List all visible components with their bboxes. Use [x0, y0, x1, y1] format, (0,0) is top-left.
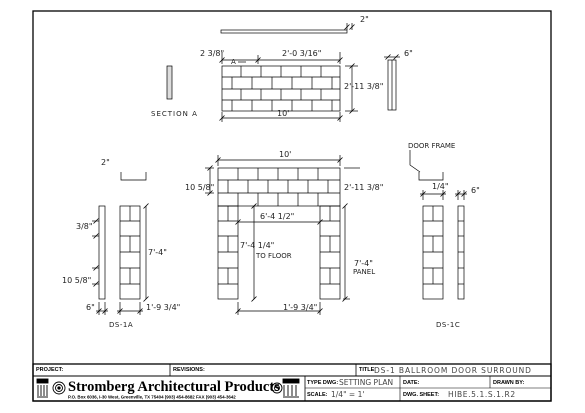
- top-height-dim: 2'-11 3/8": [344, 82, 383, 91]
- ds-1a-top-course-dim: 3/8": [76, 222, 93, 231]
- top-side-depth-dim: 6": [404, 49, 413, 58]
- top-left-offset-dim: 2 3/8": [200, 49, 224, 58]
- door-head: [217, 167, 341, 207]
- date-label: DATE:: [403, 380, 420, 386]
- drawn-by-label: DRAWN BY:: [493, 380, 525, 386]
- ds-1a: [92, 172, 147, 315]
- door-surround-ticks: [207, 157, 348, 314]
- ds-1c-width-dim: 1/4": [432, 182, 449, 191]
- top-elevation-ticks: [219, 24, 399, 121]
- top-wall-joints: [231, 66, 333, 111]
- door-opening-height-dim: 7'-4 1/4": [240, 241, 274, 250]
- scale-value: 1/4" = 1': [331, 390, 364, 399]
- ds-1a-height-dim: 7'-4": [148, 248, 167, 257]
- ds-1c-depth-dim: 6": [471, 186, 480, 195]
- ds-1c-frame-leader: [409, 150, 421, 173]
- title-value: DS-1 BALLROOM DOOR SURROUND: [374, 366, 532, 375]
- ds-1c-frame-label: DOOR FRAME: [408, 142, 455, 150]
- ds-1a-cap-width-dim: 2": [101, 158, 110, 167]
- ds-1c: [409, 150, 467, 300]
- scale-label: SCALE:: [307, 392, 328, 398]
- ds-1a-bottom-course-dim: 10 5/8": [62, 276, 91, 285]
- ds-1a-depth-dim: 6": [86, 303, 95, 312]
- door-head-height-dim: 10 5/8": [185, 183, 214, 192]
- title-label: TITLE:: [359, 367, 376, 373]
- door-overall-width-dim: 10': [279, 150, 291, 159]
- stromberg-logo-left: [36, 378, 66, 398]
- top-overall-width-dim: 10': [277, 109, 289, 118]
- door-opening-width-dim: 6'-4 1/2": [260, 212, 294, 221]
- ds-1c-side: [457, 205, 465, 300]
- top-cap-width-dim: 2": [360, 15, 369, 24]
- section-a-label: SECTION A: [151, 110, 198, 118]
- top-elevation: [166, 23, 400, 122]
- type-dwg-label: TYPE DWG:: [307, 380, 338, 386]
- top-block-width-dim: 2'-0 3/16": [282, 49, 321, 58]
- title-block: [32, 363, 552, 402]
- ds-1c-frame-profile: [418, 172, 444, 181]
- ds-1a-side: [98, 205, 106, 300]
- dwg-sheet-value: HIBE.5.1.S.1.R2: [448, 390, 516, 399]
- top-cap-plan: [220, 29, 348, 34]
- ds-1a-width-dim: 1'-9 3/4": [146, 303, 180, 312]
- section-marker: A: [231, 58, 236, 66]
- door-head-height-right-dim: 2'-11 3/8": [344, 183, 383, 192]
- door-surround: [205, 155, 360, 315]
- section-a-profile: [166, 65, 173, 100]
- door-opening-note: TO FLOOR: [255, 252, 292, 260]
- project-label: PROJECT:: [36, 367, 63, 373]
- door-panel-height-dim: 7'-4": [354, 259, 373, 268]
- dwg-sheet-label: DWG. SHEET:: [403, 392, 439, 398]
- ds-1c-label: DS-1C: [436, 321, 460, 329]
- revisions-label: REVISIONS:: [173, 367, 205, 373]
- door-panel-note: PANEL: [353, 268, 375, 276]
- ds-1a-cap-profile: [120, 172, 147, 181]
- company-address: P.O. Box 6036, I-30 West, Greenville, TX…: [68, 395, 236, 400]
- ds-1a-label: DS-1A: [109, 321, 133, 329]
- company-name: Stromberg Architectural Products: [68, 379, 280, 395]
- type-dwg-value: SETTING PLAN: [339, 378, 393, 387]
- stromberg-logo-right: [271, 378, 300, 398]
- door-jamb-width-dim: 1'-9 3/4": [283, 303, 317, 312]
